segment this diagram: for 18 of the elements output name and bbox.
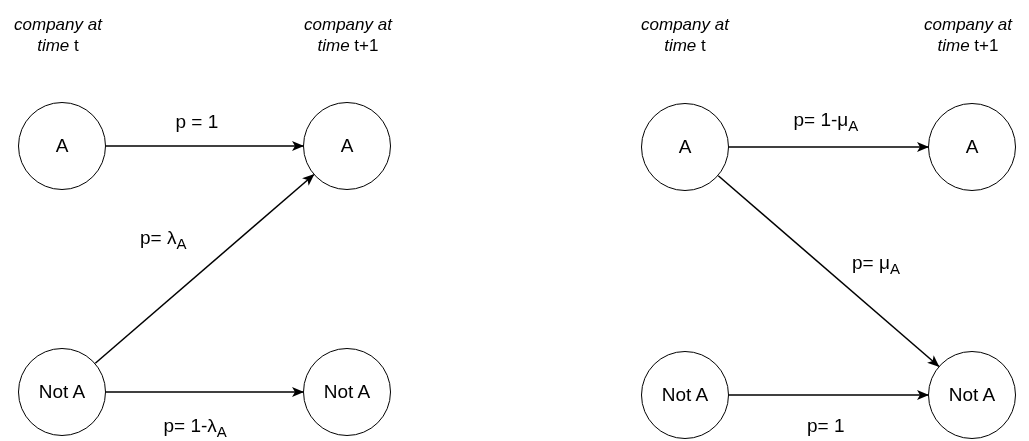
state-label: A xyxy=(965,136,979,158)
arrow xyxy=(728,390,929,400)
state-label: Not A xyxy=(38,381,86,403)
arrow xyxy=(94,174,315,364)
column-heading: company at time t+1 xyxy=(303,13,394,56)
state-label: Not A xyxy=(323,381,371,403)
arrow xyxy=(728,142,929,152)
state-label: A xyxy=(55,135,69,157)
column-heading: company at time t xyxy=(13,13,104,56)
state-label: A xyxy=(340,135,354,157)
column-heading: company at time t+1 xyxy=(923,13,1014,56)
arrow xyxy=(717,175,940,367)
state-label: Not A xyxy=(661,384,709,406)
arrow xyxy=(105,141,304,151)
state-label: Not A xyxy=(948,384,996,406)
column-heading: company at time t xyxy=(640,13,731,56)
arrow xyxy=(105,387,304,397)
state-label: A xyxy=(678,136,692,158)
